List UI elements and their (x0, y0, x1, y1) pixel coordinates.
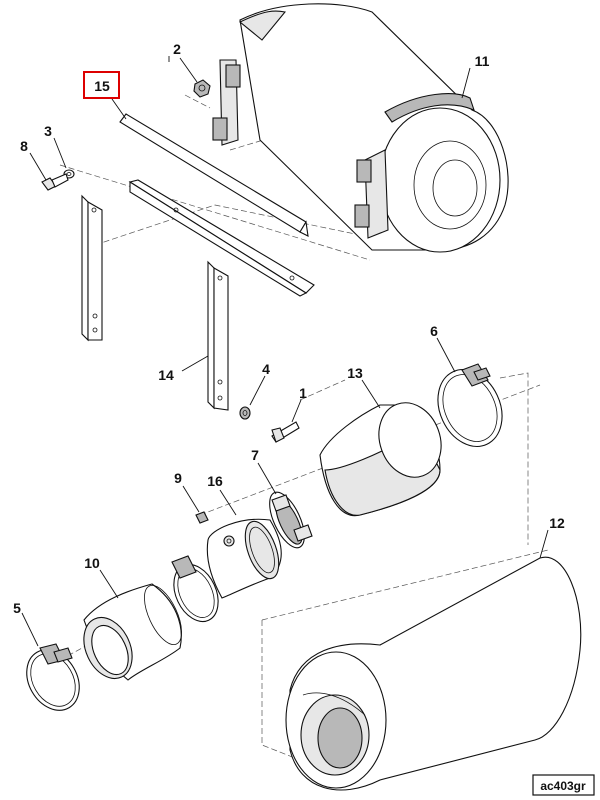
flange-ring-part-7 (269, 491, 313, 549)
cross-bar-part-14 (128, 179, 315, 297)
reducer-hose-part-13 (319, 402, 442, 517)
callout-7: 7 (251, 447, 259, 463)
callout-15-highlighted: 15 (94, 78, 110, 94)
support-bracket-left (81, 194, 103, 342)
reference-code-box: ac403gr (532, 774, 595, 796)
callout-13: 13 (347, 365, 363, 381)
callout-11: 11 (475, 53, 490, 69)
bolt-part-1 (271, 421, 300, 443)
callout-16: 16 (207, 473, 223, 489)
callout-labels: 1 2 3 4 5 6 7 8 9 10 11 12 13 14 15 16 (13, 41, 565, 616)
elbow-hose-part-10 (83, 583, 182, 681)
air-cleaner-housing-lower (285, 556, 582, 791)
adapter-tube-part-16 (206, 518, 282, 599)
callout-3: 3 (44, 123, 52, 139)
nipple-part-9 (195, 511, 209, 524)
callout-2: 2 (173, 41, 181, 57)
callout-8: 8 (20, 138, 28, 154)
hose-clamp-part-5 (26, 643, 80, 711)
washer-part-4 (239, 406, 251, 420)
support-bracket-right (207, 260, 229, 411)
leader-lines (21, 56, 549, 647)
hose-clamp-part-6 (437, 363, 503, 447)
callout-6: 6 (430, 323, 438, 339)
callout-1: 1 (299, 385, 307, 401)
bolt-part-8 (41, 173, 69, 191)
callout-5: 5 (13, 600, 21, 616)
callout-12: 12 (549, 515, 565, 531)
callout-9: 9 (174, 470, 182, 486)
hose-clamp-middle (171, 555, 219, 623)
callout-4: 4 (262, 361, 270, 377)
callout-14: 14 (158, 367, 174, 383)
reference-code: ac403gr (540, 779, 586, 793)
air-cleaner-housing-upper (212, 3, 509, 253)
nut-part-2 (193, 79, 211, 98)
highlight-box (83, 71, 120, 99)
callout-10: 10 (84, 555, 100, 571)
